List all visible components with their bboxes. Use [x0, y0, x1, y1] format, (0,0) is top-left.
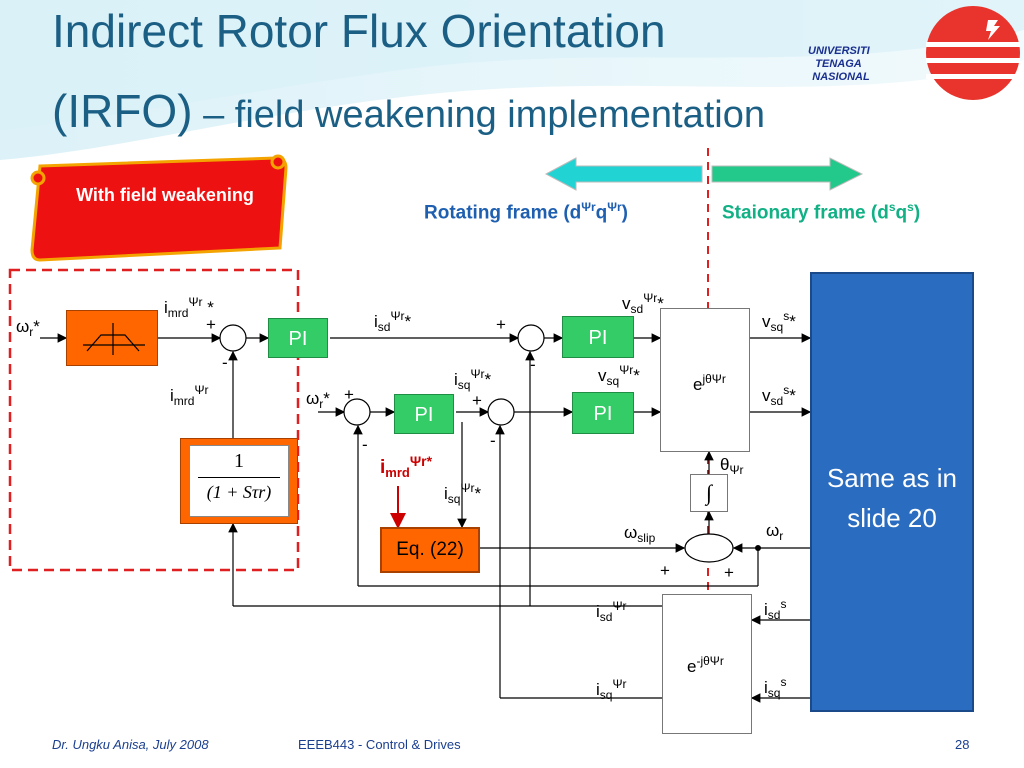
same-as-slide-label: Same as in slide 20: [826, 463, 958, 533]
scroll-banner-label: With field weakening: [76, 185, 254, 205]
label-wr: ωr: [766, 521, 784, 543]
transfer-function: 1 (1 + Sτr): [189, 445, 289, 517]
frame-arrows: [544, 157, 864, 191]
sign-plus-2: +: [496, 315, 506, 334]
label-wr-star-2: ωr*: [306, 389, 330, 411]
inverse-rotation-label: e-jθΨr: [687, 654, 724, 676]
pi-controller-isd: PI: [562, 316, 634, 358]
sign-minus-2: -: [530, 355, 536, 374]
sign-minus-1: -: [222, 353, 228, 372]
label-imrd: imrdΨr: [170, 383, 209, 408]
label-isd-fb: isdΨr: [596, 599, 627, 624]
label-vsd-s: vsds*: [762, 383, 796, 408]
stationary-frame-label: Staionary frame (dsqs): [722, 200, 921, 224]
title-irfo: (IRFO): [52, 85, 193, 137]
logo-line3: NASIONAL: [812, 71, 870, 83]
sign-plus-4: +: [472, 391, 482, 410]
field-weakening-curve-icon: [83, 323, 145, 355]
label-imrd-red: imrdΨr*: [380, 453, 433, 480]
logo-line2: TENAGA: [815, 58, 862, 70]
rotating-frame-label: Rotating frame (dΨrqΨr): [424, 200, 628, 224]
logo-line1: UNIVERSITI: [808, 45, 870, 57]
sign-minus-4: -: [490, 431, 496, 450]
scroll-banner: [30, 154, 288, 262]
logo-emblem-icon: [926, 20, 1020, 79]
footer-course: EEEB443 - Control & Drives: [298, 737, 461, 752]
eq22-block: Eq. (22): [380, 527, 480, 573]
tf-denominator: (1 + Sτr): [206, 482, 272, 502]
pi-controller-imrd: PI: [268, 318, 328, 358]
label-theta: θΨr: [720, 455, 744, 477]
logo-text: UNIVERSITI TENAGA NASIONAL: [808, 45, 870, 84]
pi-controller-speed: PI: [394, 394, 454, 434]
pi-controller-isq: PI: [572, 392, 634, 434]
sign-plus-1: +: [206, 315, 216, 334]
label-vsd-ref: vsdΨr*: [622, 291, 664, 316]
label-vsq-s: vsqs*: [762, 309, 796, 334]
footer-page-number: 28: [955, 737, 970, 752]
inverse-rotation-block: e-jθΨr: [662, 594, 752, 734]
sign-plus-6: +: [724, 563, 734, 582]
header-wave-decoration: [0, 0, 1024, 160]
sign-plus-3: +: [344, 385, 354, 404]
tf-numerator: 1: [234, 450, 244, 472]
label-isd-ref: isdΨr*: [374, 309, 412, 334]
label-isq-ref-2: isqΨr*: [444, 481, 482, 506]
integrator-block: ∫: [690, 474, 728, 512]
university-logo: [926, 6, 1020, 100]
label-imrd-ref: imrdΨr *: [164, 295, 214, 320]
page-title-line2: (IRFO) – field weakening implementation: [52, 84, 765, 138]
title-subtitle: – field weakening implementation: [192, 94, 765, 136]
sign-plus-5: +: [660, 561, 670, 580]
rotor-time-constant-block: 1 (1 + Sτr): [180, 438, 298, 524]
footer-author: Dr. Ungku Anisa, July 2008: [52, 737, 209, 752]
rotation-label: ejθΨr: [693, 372, 726, 394]
field-weakening-block: [66, 310, 158, 366]
label-vsq-ref: vsqΨr*: [598, 363, 640, 388]
sign-minus-3: -: [362, 435, 368, 454]
label-wr-star-1: ωr*: [16, 317, 40, 339]
label-isq-fb: isqΨr: [596, 677, 627, 702]
rotation-transform-block: ejθΨr: [660, 308, 750, 452]
label-isq-s: isqs: [764, 675, 787, 700]
label-isq-ref: isqΨr*: [454, 367, 492, 392]
page-title-line1: Indirect Rotor Flux Orientation: [52, 5, 666, 57]
label-wslip: ωslip: [624, 523, 656, 545]
same-as-slide-block: Same as in slide 20: [810, 272, 974, 712]
label-isd-s: isds: [764, 597, 787, 622]
